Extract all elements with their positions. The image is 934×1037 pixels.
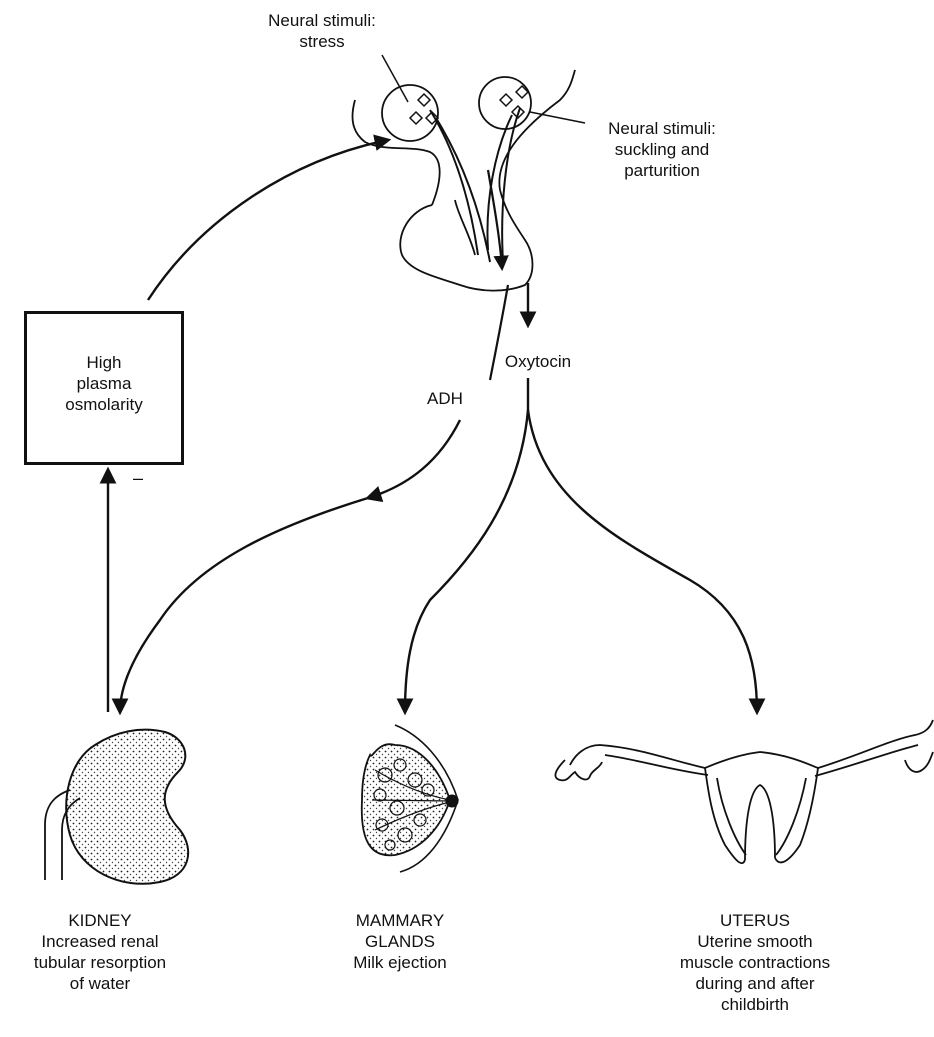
uterus-line-1: UTERUS xyxy=(650,910,860,931)
mammary-line-3: Milk ejection xyxy=(320,952,480,973)
high-plasma-osmolarity-box: High plasma osmolarity xyxy=(24,311,184,465)
stress-pointer-line xyxy=(382,55,408,102)
nucleus-right xyxy=(479,77,531,129)
pituitary-gland-illustration xyxy=(352,70,575,291)
arrow-to-hypothalamus xyxy=(148,140,388,300)
arrow-to-mammary xyxy=(405,410,528,712)
arrow-to-uterus xyxy=(528,410,757,712)
kidney-line-1: KIDNEY xyxy=(0,910,200,931)
kidney-line-2: Increased renal xyxy=(0,931,200,952)
stress-stimulus-label: Neural stimuli: stress xyxy=(232,10,412,52)
uterus-illustration xyxy=(555,720,933,863)
infundibulum-right xyxy=(499,70,575,190)
mammary-illustration xyxy=(362,725,458,872)
stress-line-2: stress xyxy=(232,31,412,52)
mammary-line-1: MAMMARY xyxy=(320,910,480,931)
mammary-line-2: GLANDS xyxy=(320,931,480,952)
hypothalamus-outline-left xyxy=(352,100,439,205)
mammary-label: MAMMARY GLANDS Milk ejection xyxy=(320,910,480,973)
suckling-line-1: Neural stimuli: xyxy=(582,118,742,139)
kidney-illustration xyxy=(45,730,188,884)
kidney-label: KIDNEY Increased renal tubular resorptio… xyxy=(0,910,200,994)
oxytocin-label: Oxytocin xyxy=(488,351,588,372)
arrow-adh xyxy=(368,420,460,498)
uterus-line-5: childbirth xyxy=(650,994,860,1015)
negative-feedback-sign: – xyxy=(128,468,148,489)
suckling-line-2: suckling and xyxy=(582,139,742,160)
box-line-3: osmolarity xyxy=(27,394,181,415)
infundibulum-inner xyxy=(455,200,475,255)
box-line-2: plasma xyxy=(27,373,181,394)
kidney-line-3: tubular resorption xyxy=(0,952,200,973)
stress-line-1: Neural stimuli: xyxy=(232,10,412,31)
uterus-label: UTERUS Uterine smooth muscle contraction… xyxy=(650,910,860,1015)
pituitary-body xyxy=(400,190,532,291)
uterus-line-4: during and after xyxy=(650,973,860,994)
uterus-line-3: muscle contractions xyxy=(650,952,860,973)
nucleus-left xyxy=(382,85,438,141)
kidney-line-4: of water xyxy=(0,973,200,994)
box-line-1: High xyxy=(27,352,181,373)
adh-label: ADH xyxy=(410,388,480,409)
uterus-line-2: Uterine smooth xyxy=(650,931,860,952)
suckling-stimulus-label: Neural stimuli: suckling and parturition xyxy=(582,118,742,181)
suckling-line-3: parturition xyxy=(582,160,742,181)
box-text: High plasma osmolarity xyxy=(27,352,181,415)
arrow-to-kidney xyxy=(120,498,368,712)
